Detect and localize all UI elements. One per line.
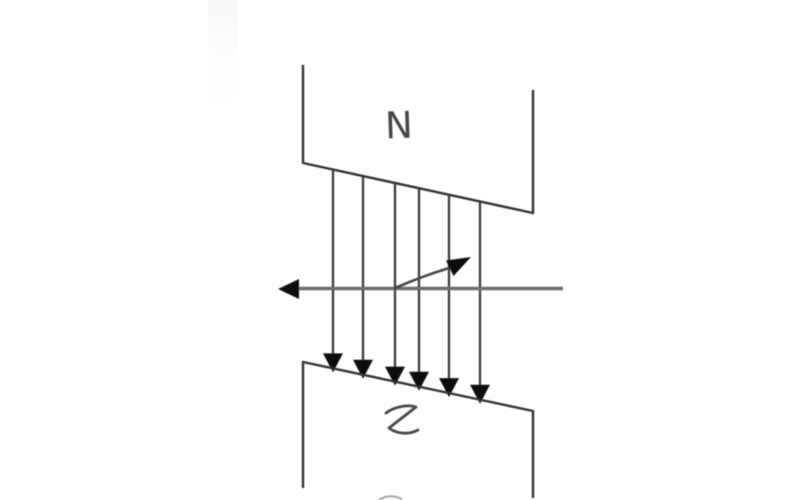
field-lines-group (323, 169, 490, 404)
diagonal-arrow-shaft (393, 266, 450, 290)
north-pole-outline (301, 65, 535, 215)
north-pole-label: N (384, 104, 413, 148)
field-line-arrowhead-icon (323, 353, 343, 373)
field-line-arrowhead-icon (385, 366, 405, 386)
left-arrowhead-icon (278, 279, 299, 299)
south-pole-outline (301, 360, 535, 498)
south-pole-label (384, 404, 420, 435)
diagonal-up-right-arrowhead-icon (446, 257, 471, 276)
field-line-arrowhead-icon (409, 371, 429, 391)
bottom-cropped-mark (378, 495, 403, 500)
scan-smudge-artifact (208, 0, 238, 130)
field-line-arrowhead-icon (470, 384, 490, 404)
field-line-arrowhead-icon (353, 359, 373, 379)
field-line-arrowhead-icon (439, 378, 459, 398)
